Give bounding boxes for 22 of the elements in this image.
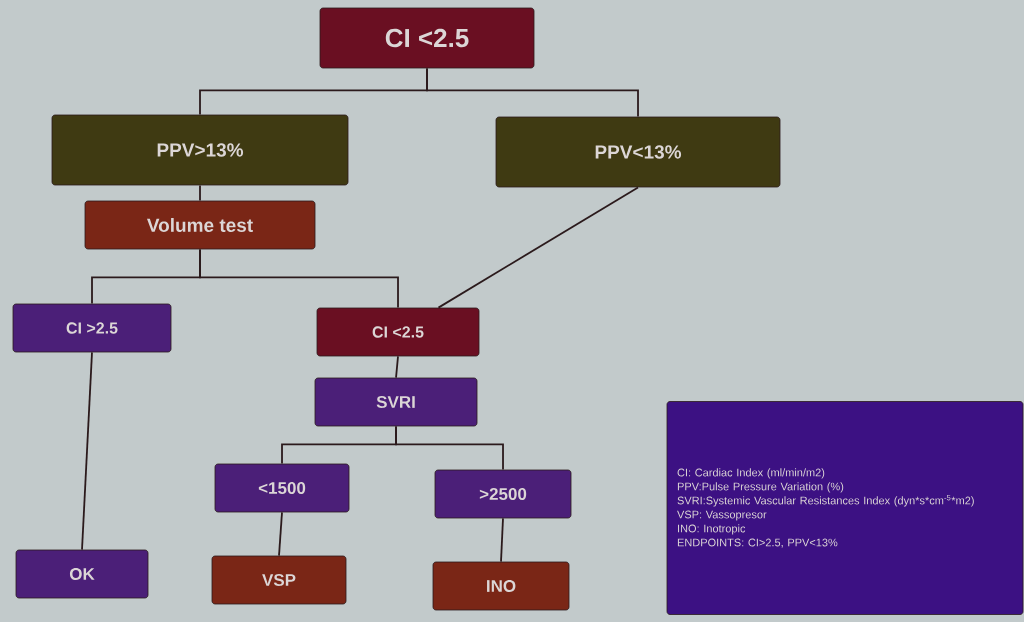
connector-line: [395, 355, 399, 379]
condition-box: CI >2.5: [12, 303, 172, 353]
connector-line: [278, 511, 283, 557]
legend-box: CI: Cardiac Index (ml/min/m2) PPV:Pulse Pressure Variation (%) SVRI:Systemic Vascular Resistances Index (dyn*s*cm$^{-5}$*m2) VSP: Vassopresor INO: Inotropic ENDPOINTS: CI>2.5, PPV<13%: [666, 401, 1024, 615]
result-box: OK: [15, 549, 149, 599]
condition-box: >2500: [434, 469, 572, 519]
connector-line: [81, 351, 93, 551]
condition-box: <1500: [214, 463, 350, 513]
condition-box: SVRI: [314, 377, 478, 427]
connector-line: [437, 186, 639, 309]
result-box: INO: [432, 561, 570, 611]
connector-line: [395, 425, 504, 471]
condition-box: PPV>13%: [51, 114, 349, 186]
connector-line: [426, 67, 639, 118]
connector-line: [500, 517, 504, 563]
result-box: VSP: [211, 555, 347, 605]
condition-box: CI <2.5: [319, 7, 535, 69]
condition-box: PPV<13%: [495, 116, 781, 188]
connector-line: [199, 248, 399, 309]
action-box: Volume test: [84, 200, 316, 250]
connector-line: [199, 184, 201, 202]
condition-box: CI <2.5: [316, 307, 480, 357]
